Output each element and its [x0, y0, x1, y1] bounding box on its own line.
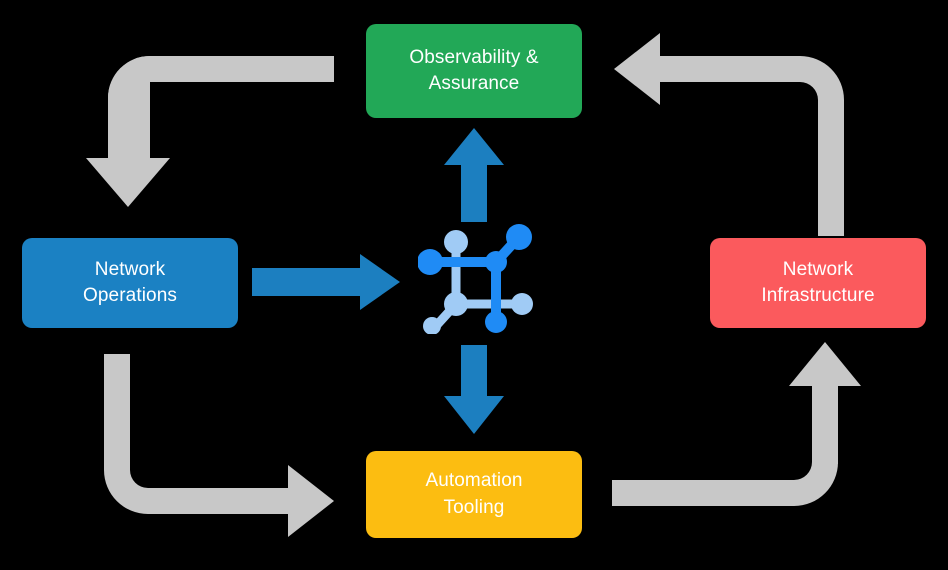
arrow-observability-to-network-operations — [86, 56, 334, 207]
arrow-network-operations-to-hub — [252, 254, 400, 310]
box-automation-tooling[interactable]: Automation Tooling — [366, 451, 582, 538]
arrow-automation-tooling-to-network-infrastructure — [612, 342, 861, 506]
arrow-network-infrastructure-to-observability — [614, 33, 844, 236]
network-topology-icon — [418, 224, 533, 334]
arrow-hub-to-automation-tooling — [444, 345, 504, 434]
box-observability-assurance[interactable]: Observability & Assurance — [366, 24, 582, 118]
arrow-hub-to-observability — [444, 128, 504, 222]
arrow-network-operations-to-automation-tooling — [104, 354, 334, 537]
box-network-operations[interactable]: Network Operations — [22, 238, 238, 328]
box-network-infrastructure[interactable]: Network Infrastructure — [710, 238, 926, 328]
